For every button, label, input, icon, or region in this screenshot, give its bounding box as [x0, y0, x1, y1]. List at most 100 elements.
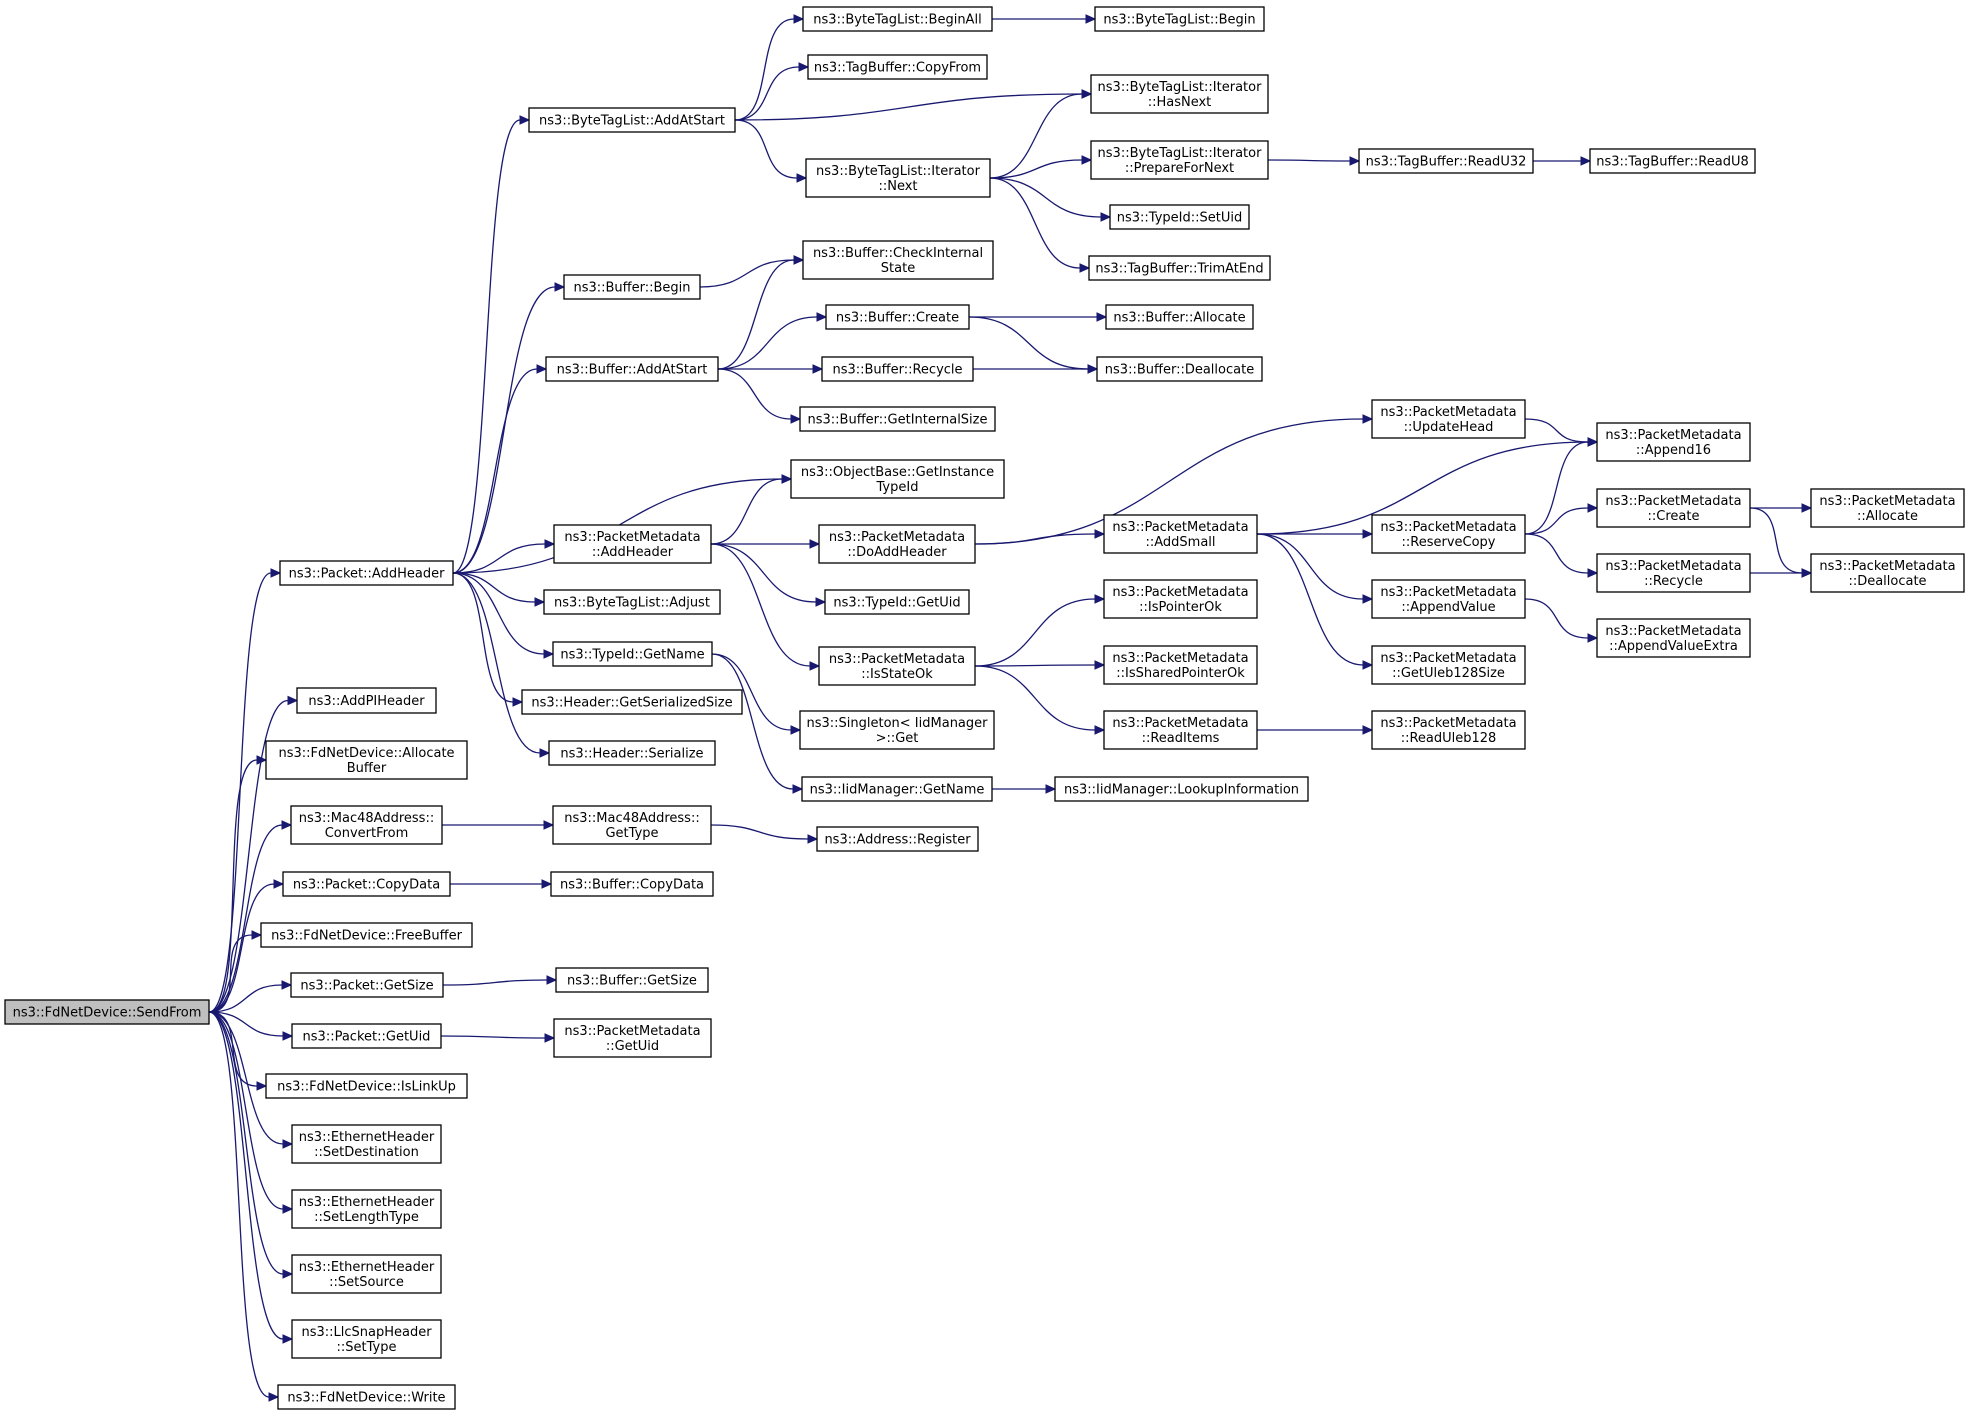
node-pm_recycle[interactable]: ns3::PacketMetadata::Recycle — [1596, 553, 1751, 593]
node-buf_addatstart[interactable]: ns3::Buffer::AddAtStart — [545, 356, 719, 382]
node-btl_iter_prepare[interactable]: ns3::ByteTagList::Iterator::PrepareForNe… — [1090, 140, 1269, 180]
edge-pm_readitems-to-pm_readuleb — [1257, 725, 1374, 735]
edge-sendfrom-to-fd_allocbuf — [208, 755, 268, 1013]
node-label: ns3::Packet::CopyData — [293, 878, 440, 893]
node-box — [825, 304, 970, 330]
node-buf_getinternalsize[interactable]: ns3::Buffer::GetInternalSize — [799, 406, 996, 432]
node-pkt_copydata[interactable]: ns3::Packet::CopyData — [282, 871, 451, 897]
node-btl_addatstart[interactable]: ns3::ByteTagList::AddAtStart — [528, 107, 736, 133]
node-buf_begin[interactable]: ns3::Buffer::Begin — [563, 274, 701, 300]
node-box — [265, 1073, 468, 1099]
node-btl_begin[interactable]: ns3::ByteTagList::Begin — [1094, 6, 1265, 32]
node-eth_setdest[interactable]: ns3::EthernetHeader::SetDestination — [291, 1124, 442, 1164]
node-buf_allocate[interactable]: ns3::Buffer::Allocate — [1105, 304, 1254, 330]
node-mac_gettype[interactable]: ns3::Mac48Address::GetType — [552, 805, 712, 845]
edge-pm_addheader-to-ob_getinstance — [710, 474, 793, 545]
node-tb_readu8[interactable]: ns3::TagBuffer::ReadU8 — [1589, 148, 1756, 174]
node-pm_deallocate[interactable]: ns3::PacketMetadata::Deallocate — [1810, 553, 1965, 593]
node-label: ::IsStateOk — [861, 667, 933, 682]
node-tb_copyfrom[interactable]: ns3::TagBuffer::CopyFrom — [807, 54, 988, 80]
edge-pm_addheader-to-typeid_getuid — [710, 543, 827, 607]
node-pkt_getsize[interactable]: ns3::Packet::GetSize — [290, 972, 444, 998]
node-pm_allocate[interactable]: ns3::PacketMetadata::Allocate — [1810, 488, 1965, 528]
node-label: ns3::PacketMetadata — [1112, 716, 1248, 731]
node-pm_isstateok[interactable]: ns3::PacketMetadata::IsStateOk — [818, 646, 976, 686]
node-pm_getuid[interactable]: ns3::PacketMetadata::GetUid — [553, 1018, 712, 1058]
node-fd_write[interactable]: ns3::FdNetDevice::Write — [277, 1384, 456, 1410]
node-pm_doaddheader[interactable]: ns3::PacketMetadata::DoAddHeader — [818, 524, 976, 564]
node-pm_append16[interactable]: ns3::PacketMetadata::Append16 — [1596, 422, 1751, 462]
edge-pm_create-to-pm_deallocate — [1749, 507, 1813, 578]
node-iid_lookup[interactable]: ns3::IidManager::LookupInformation — [1054, 776, 1309, 802]
node-pkt_addheader[interactable]: ns3::Packet::AddHeader — [279, 560, 454, 586]
node-label: ns3::PacketMetadata — [564, 530, 700, 545]
node-hdr_getsersize[interactable]: ns3::Header::GetSerializedSize — [521, 689, 743, 715]
node-llc_settype[interactable]: ns3::LlcSnapHeader::SetType — [291, 1319, 442, 1359]
node-box — [816, 826, 979, 852]
node-eth_setsrc[interactable]: ns3::EthernetHeader::SetSource — [291, 1254, 442, 1294]
node-label: ns3::Buffer::Create — [836, 311, 959, 326]
node-btl_beginall[interactable]: ns3::ByteTagList::BeginAll — [802, 6, 993, 32]
node-pm_reservecopy[interactable]: ns3::PacketMetadata::ReserveCopy — [1371, 514, 1526, 554]
node-typeid_getuid[interactable]: ns3::TypeId::GetUid — [824, 589, 970, 615]
node-singleton_get[interactable]: ns3::Singleton< IidManager>::Get — [799, 710, 995, 750]
node-typeid_getname[interactable]: ns3::TypeId::GetName — [552, 641, 713, 667]
node-label: ns3::TagBuffer::CopyFrom — [814, 61, 981, 76]
node-pm_readuleb[interactable]: ns3::PacketMetadata::ReadUleb128 — [1371, 710, 1526, 750]
node-label: ns3::PacketMetadata — [1380, 520, 1516, 535]
node-box — [277, 1384, 456, 1410]
node-label: ::Next — [878, 179, 917, 194]
node-buf_create[interactable]: ns3::Buffer::Create — [825, 304, 970, 330]
node-tb_trimatend[interactable]: ns3::TagBuffer::TrimAtEnd — [1088, 255, 1271, 281]
node-sendfrom[interactable]: ns3::FdNetDevice::SendFrom — [4, 999, 210, 1025]
node-buf_getsize[interactable]: ns3::Buffer::GetSize — [555, 967, 709, 993]
node-label: ::SetLengthType — [314, 1210, 419, 1225]
node-addr_register[interactable]: ns3::Address::Register — [816, 826, 979, 852]
node-label: ::AppendValueExtra — [1609, 639, 1738, 654]
node-label: ::IsPointerOk — [1139, 600, 1222, 615]
node-label: ns3::Buffer::CheckInternal — [813, 246, 983, 261]
node-box — [563, 274, 701, 300]
node-box — [1810, 488, 1965, 528]
node-hdr_serialize[interactable]: ns3::Header::Serialize — [548, 740, 716, 766]
node-btl_adjust[interactable]: ns3::ByteTagList::Adjust — [543, 589, 721, 615]
node-pm_addsmall[interactable]: ns3::PacketMetadata::AddSmall — [1103, 514, 1258, 554]
node-label: ns3::PacketMetadata — [564, 1024, 700, 1039]
node-buf_deallocate[interactable]: ns3::Buffer::Deallocate — [1096, 356, 1263, 382]
edge-buf_addatstart-to-buf_create — [717, 312, 828, 370]
node-btl_iter_next[interactable]: ns3::ByteTagList::Iterator::Next — [805, 158, 991, 198]
node-addpiheader[interactable]: ns3::AddPIHeader — [296, 687, 437, 714]
node-pm_updatehead[interactable]: ns3::PacketMetadata::UpdateHead — [1371, 399, 1526, 439]
node-pm_getuleb[interactable]: ns3::PacketMetadata::GetUleb128Size — [1371, 645, 1526, 685]
node-pm_create[interactable]: ns3::PacketMetadata::Create — [1596, 488, 1751, 528]
node-eth_setlen[interactable]: ns3::EthernetHeader::SetLengthType — [291, 1189, 442, 1229]
node-fd_islinkup[interactable]: ns3::FdNetDevice::IsLinkUp — [265, 1073, 468, 1099]
node-label: TypeId — [876, 480, 919, 495]
node-label: ns3::ByteTagList::Adjust — [554, 596, 710, 611]
node-pm_readitems[interactable]: ns3::PacketMetadata::ReadItems — [1103, 710, 1258, 750]
node-box — [1596, 553, 1751, 593]
node-pkt_getuid[interactable]: ns3::Packet::GetUid — [291, 1023, 442, 1049]
node-buf_copydata[interactable]: ns3::Buffer::CopyData — [550, 871, 714, 897]
node-iid_getname[interactable]: ns3::IidManager::GetName — [801, 776, 993, 802]
node-label: ns3::FdNetDevice::Allocate — [278, 746, 454, 761]
node-pm_addheader[interactable]: ns3::PacketMetadata::AddHeader — [553, 524, 712, 564]
node-pm_appendvalue[interactable]: ns3::PacketMetadata::AppendValue — [1371, 579, 1526, 619]
edges-layer — [208, 14, 1813, 1402]
node-label: ::DoAddHeader — [847, 545, 947, 560]
node-box — [290, 805, 443, 845]
node-pm_ispointerok[interactable]: ns3::PacketMetadata::IsPointerOk — [1103, 579, 1258, 619]
node-fd_freebuf[interactable]: ns3::FdNetDevice::FreeBuffer — [260, 922, 473, 948]
node-pm_appendextra[interactable]: ns3::PacketMetadata::AppendValueExtra — [1596, 618, 1751, 658]
node-pm_issharedok[interactable]: ns3::PacketMetadata::IsSharedPointerOk — [1103, 645, 1258, 685]
node-mac_convertfrom[interactable]: ns3::Mac48Address::ConvertFrom — [290, 805, 443, 845]
node-tb_readu32[interactable]: ns3::TagBuffer::ReadU32 — [1358, 148, 1534, 174]
node-buf_recycle[interactable]: ns3::Buffer::Recycle — [821, 356, 974, 382]
node-label: ns3::IidManager::GetName — [810, 783, 985, 798]
node-typeid_setuid[interactable]: ns3::TypeId::SetUid — [1109, 204, 1250, 230]
node-box — [1103, 645, 1258, 685]
node-btl_iter_hasnext[interactable]: ns3::ByteTagList::Iterator::HasNext — [1090, 74, 1269, 114]
